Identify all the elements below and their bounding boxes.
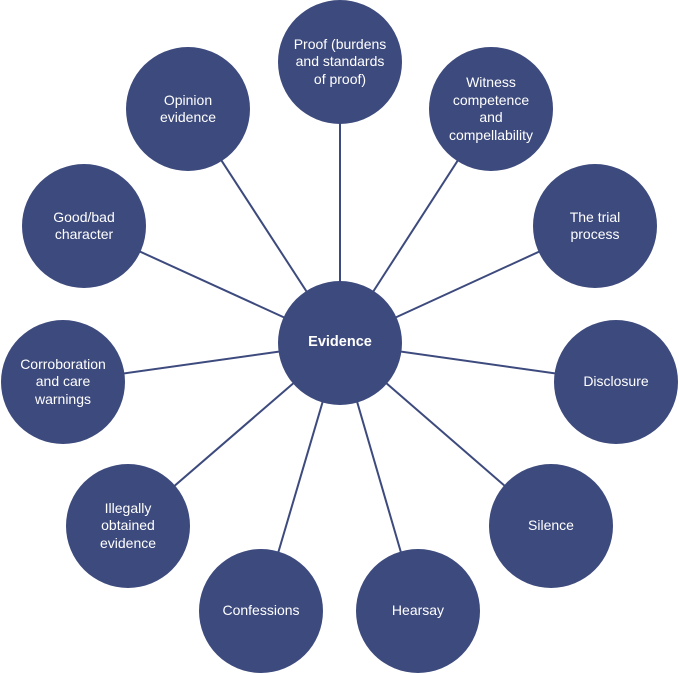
node-label-corroboration: Corroboration and care warnings xyxy=(20,355,106,407)
node-disclosure: Disclosure xyxy=(554,320,678,444)
node-label-character: Good/bad character xyxy=(53,208,115,243)
node-label-illegally: Illegally obtained evidence xyxy=(99,499,157,551)
node-label-hearsay: Hearsay xyxy=(391,602,445,619)
node-label-opinion: Opinion evidence xyxy=(159,91,217,126)
node-label-disclosure: Disclosure xyxy=(583,373,649,390)
node-trial-process: The trial process xyxy=(533,164,657,288)
node-label-trial: The trial process xyxy=(569,208,621,243)
center-node-label: Evidence xyxy=(308,334,372,351)
node-label-confessions: Confessions xyxy=(222,602,300,619)
node-confessions: Confessions xyxy=(199,549,323,673)
node-hearsay: Hearsay xyxy=(356,549,480,673)
node-label-proof: Proof (burdens and standards of proof) xyxy=(293,35,387,87)
node-silence: Silence xyxy=(489,464,613,588)
node-good-bad-character: Good/bad character xyxy=(22,164,146,288)
node-witness-competence: Witness competence and compellability xyxy=(429,47,553,171)
node-corroboration: Corroboration and care warnings xyxy=(1,320,125,444)
center-node-evidence: Evidence xyxy=(278,281,402,405)
node-label-witness: Witness competence and compellability xyxy=(448,74,534,143)
node-opinion-evidence: Opinion evidence xyxy=(126,47,250,171)
node-proof: Proof (burdens and standards of proof) xyxy=(278,0,402,124)
node-illegally-obtained-evidence: Illegally obtained evidence xyxy=(66,464,190,588)
node-label-silence: Silence xyxy=(528,517,574,534)
